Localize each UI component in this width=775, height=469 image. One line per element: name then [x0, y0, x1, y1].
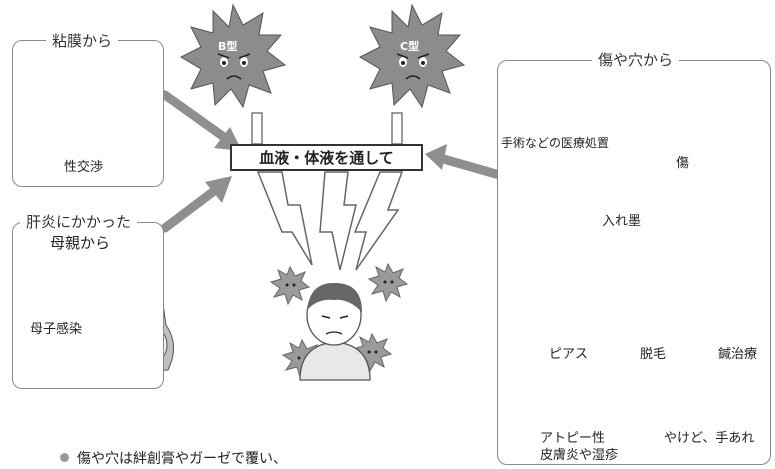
small-virus-icon	[269, 265, 311, 306]
arrow-center-to-person-left	[256, 171, 313, 266]
burns-rough-hands-label: やけど、手あれ	[664, 431, 755, 446]
medical-procedure-label: 手術などの医療処置	[501, 136, 610, 150]
bullet-dot-icon	[60, 453, 69, 462]
mother-to-child-label: 母子感染	[30, 322, 83, 337]
arrow-center-to-person-right	[353, 171, 404, 271]
mother-box-title-line2: 母親から	[50, 234, 111, 252]
small-virus-icon	[367, 262, 409, 303]
arrow-from-mother	[160, 176, 232, 233]
mucosa-box	[12, 40, 164, 187]
atopic-dermatitis-label-line1: アトピー性	[540, 431, 606, 446]
mother-box	[12, 222, 164, 389]
piercing-label: ピアス	[549, 347, 589, 362]
blood-bodily-fluids-box: 血液・体液を通して	[230, 144, 423, 171]
hair-removal-label: 脱毛	[640, 347, 667, 362]
arrow-hepb-down	[251, 112, 263, 145]
advice-bullet: 傷や穴は絆創膏やガーゼで覆い、	[60, 448, 287, 468]
tattoo-label: 入れ墨	[602, 214, 642, 229]
person-icon	[299, 282, 371, 381]
arrow-center-to-person-mid	[319, 171, 357, 271]
hepatitis-c-label: C型	[400, 40, 420, 53]
acupuncture-label: 鍼治療	[718, 347, 758, 362]
hepatitis-b-virus-icon	[179, 3, 287, 109]
arrow-from-mucosa	[160, 90, 242, 151]
advice-text: 傷や穴は絆創膏やガーゼで覆い、	[77, 451, 287, 467]
wound-label: 傷	[676, 156, 690, 171]
mucosa-box-title: 粘膜から	[46, 30, 119, 51]
mother-box-title-line1: 肝炎にかかった	[20, 211, 138, 232]
sexual-contact-label: 性交渉	[64, 160, 104, 175]
wounds-box	[497, 60, 771, 465]
arrow-hepc-down	[391, 112, 403, 145]
wounds-box-title: 傷や穴から	[592, 49, 680, 70]
hepatitis-c-virus-icon	[358, 3, 466, 109]
hepatitis-b-label: B型	[218, 40, 238, 53]
atopic-dermatitis-label-line2: 皮膚炎や湿疹	[540, 448, 619, 463]
